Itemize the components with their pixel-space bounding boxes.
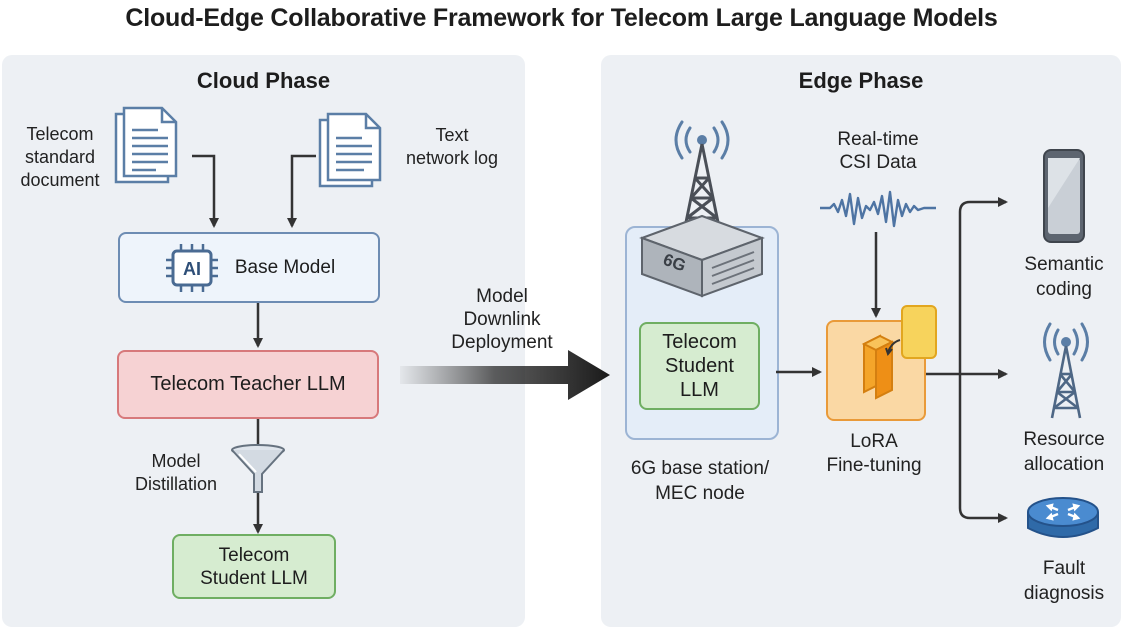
router-icon: [1027, 497, 1099, 538]
antenna-tower-icon: [1043, 322, 1089, 419]
csi-waveform-icon: [820, 190, 936, 228]
resource-allocation-label: Resource allocation: [1023, 429, 1105, 475]
funnel-icon: [231, 444, 285, 493]
base-station-label: 6G base station/ MEC node: [630, 458, 770, 504]
lora-adapter-icon: [861, 305, 937, 400]
fault-diagnosis-label: Fault diagnosis: [1023, 558, 1105, 604]
distillation-label: Model Distillation: [134, 451, 218, 494]
svg-text:AI: AI: [183, 259, 201, 279]
smartphone-icon: [1043, 149, 1085, 243]
teacher-llm-box: Telecom Teacher LLM: [117, 350, 379, 419]
network-log-icon: [318, 112, 382, 188]
document-stack-icon: [114, 106, 178, 184]
csi-data-label: Real-time CSI Data: [837, 129, 919, 173]
lora-label: LoRA Fine-tuning: [826, 431, 922, 476]
cell-tower-6g-icon: 6G: [639, 120, 765, 298]
cloud-phase-heading: Cloud Phase: [196, 68, 331, 93]
teacher-llm-label: Telecom Teacher LLM: [150, 373, 346, 395]
downlink-arrow: [400, 350, 610, 400]
document-label: Telecom standard document: [20, 124, 100, 190]
network-log-label: Text network log: [405, 125, 499, 168]
cloud-phase-panel: [2, 55, 525, 627]
cloud-student-llm-box: Telecom Student LLM: [172, 534, 336, 599]
semantic-coding-label: Semantic coding: [1024, 254, 1104, 300]
base-model-label: Base Model: [234, 257, 336, 278]
edge-phase-heading: Edge Phase: [798, 68, 924, 93]
edge-student-llm-box: Telecom Student LLM: [639, 322, 760, 410]
diagram-title: Cloud-Edge Collaborative Framework for T…: [125, 4, 998, 32]
downlink-label: Model Downlink Deployment: [451, 286, 553, 353]
base-model-box: AI Base Model: [118, 232, 380, 303]
ai-chip-icon: AI: [165, 243, 218, 292]
